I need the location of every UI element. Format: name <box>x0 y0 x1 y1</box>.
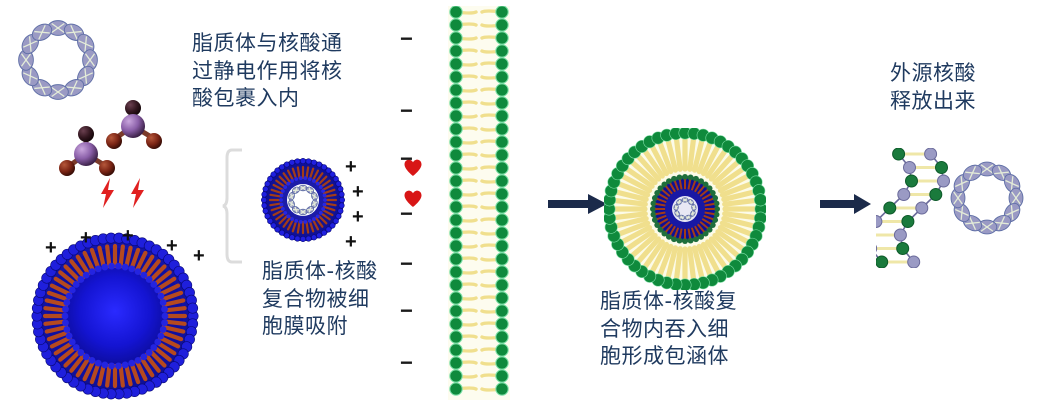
positive-charge-symbol: + <box>80 227 92 249</box>
cationic-liposome <box>31 232 199 400</box>
negative-charge-symbol: − <box>400 350 413 375</box>
process-arrow-icon <box>548 194 607 214</box>
released-plasmid-dna <box>950 161 1024 235</box>
negative-charge-symbol: − <box>400 298 413 323</box>
lightning-bolt-icon <box>101 178 114 208</box>
released-dna-strand <box>876 148 950 268</box>
cell-membrane-bilayer <box>448 6 510 400</box>
process-arrow-icon <box>820 194 871 214</box>
positive-charge-symbol: + <box>345 156 357 178</box>
positive-charge-symbol: + <box>122 225 134 247</box>
negative-charge-symbol: − <box>400 26 413 51</box>
heart-icon <box>404 159 422 176</box>
grouping-brace <box>222 148 242 264</box>
positive-charge-symbol: + <box>193 245 205 267</box>
plasmid-dna-icon <box>18 20 98 100</box>
lightning-bolt-icon <box>131 178 144 208</box>
positive-charge-symbol: + <box>352 206 364 228</box>
negative-charge-symbol: − <box>400 146 413 171</box>
negative-charge-symbol: − <box>400 201 413 226</box>
negative-charge-symbol: − <box>400 251 413 276</box>
caption-step4: 外源核酸 释放出来 <box>890 61 976 113</box>
positive-charge-symbol: + <box>45 237 57 259</box>
caption-step3: 脂质体-核酸复 合物内吞入细 胞形成包涵体 <box>600 289 738 369</box>
endosome-with-lipoplex <box>604 128 766 290</box>
caption-step2: 脂质体-核酸 复合物被细 胞膜吸附 <box>262 259 378 339</box>
heart-icon <box>404 190 422 207</box>
positive-charge-symbol: + <box>166 235 178 257</box>
positive-charge-symbol: + <box>352 181 364 203</box>
positive-charge-symbol: + <box>345 231 357 253</box>
negative-charge-symbol: − <box>400 98 413 123</box>
caption-step1: 脂质体与核酸通 过静电作用将核 酸包裹入内 <box>192 31 343 111</box>
lipid-molecule-icon <box>59 100 162 176</box>
lipoplex-complex <box>261 158 345 242</box>
